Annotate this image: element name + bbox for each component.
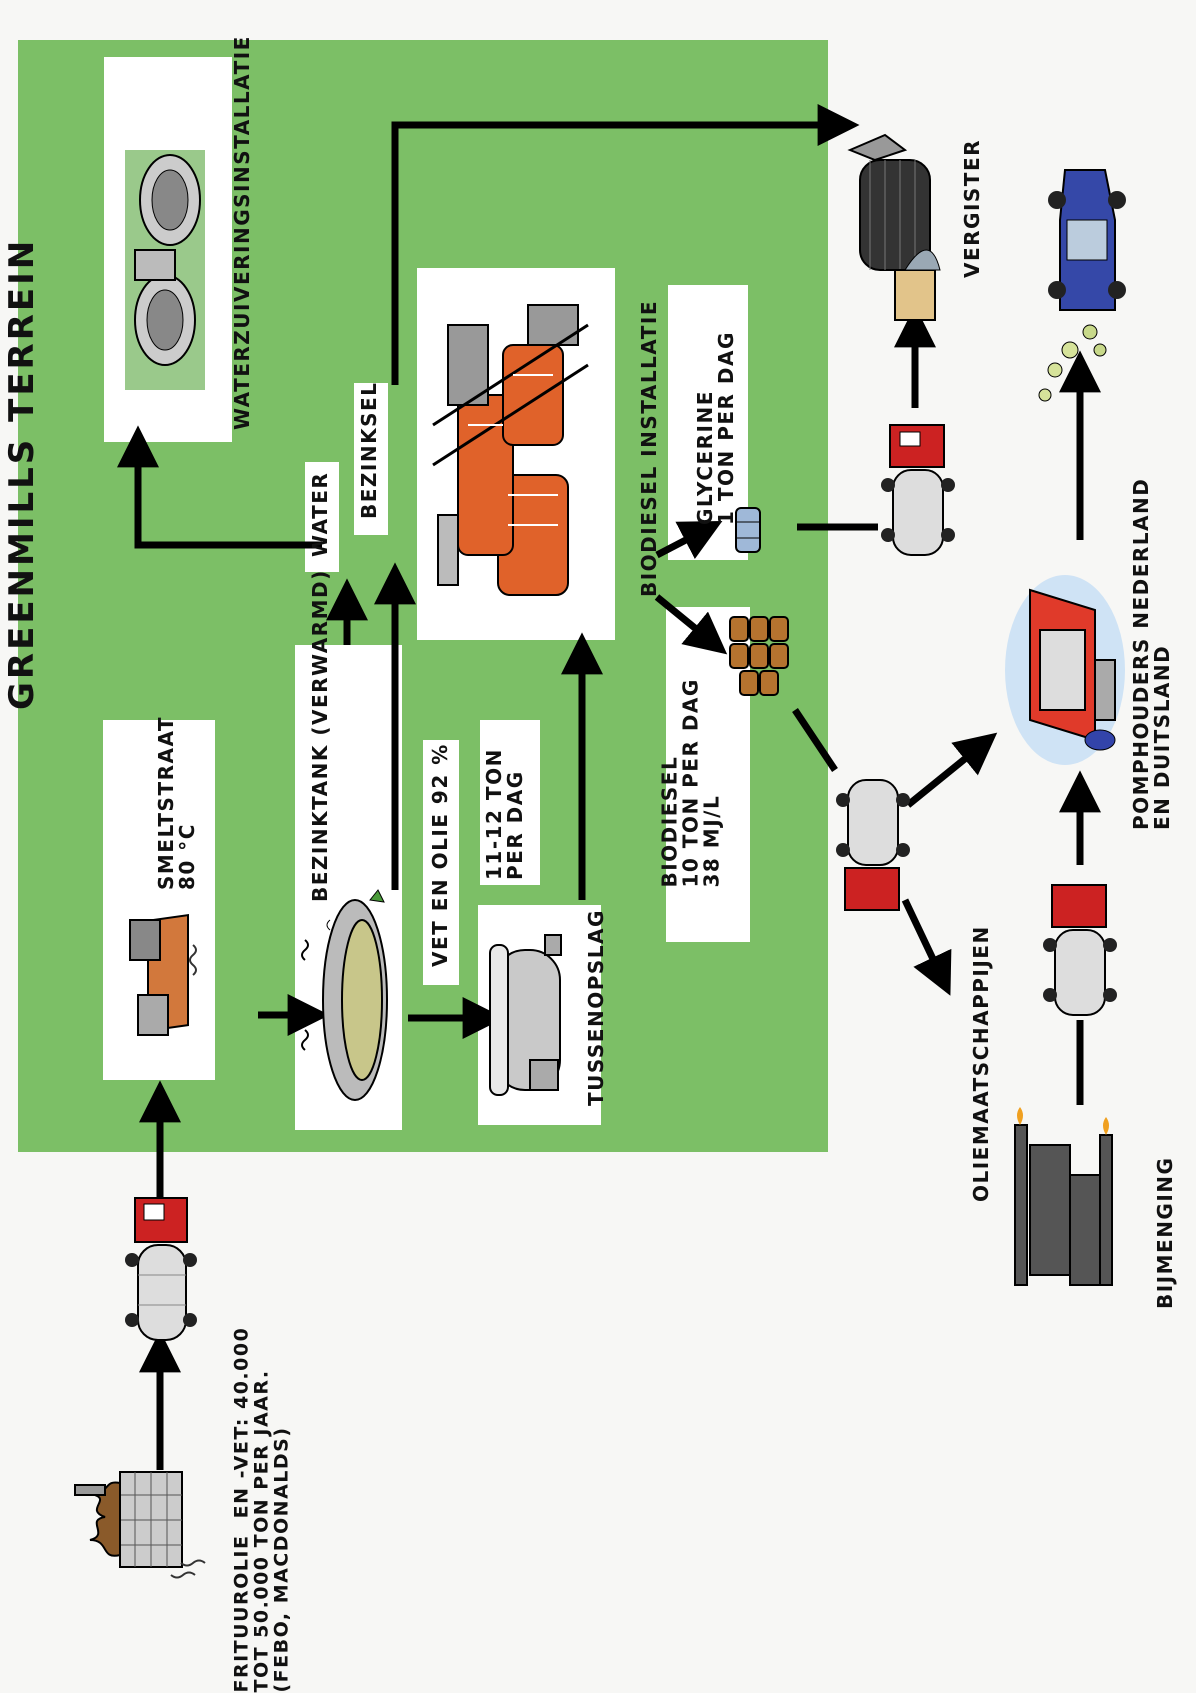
vet-olie-box: [423, 740, 459, 985]
biodiesel-barrels-icon: [729, 616, 789, 696]
glycerine-label: GLYCERINE 1 TON PER DAG: [693, 331, 738, 525]
bezinksel-box: [354, 383, 388, 535]
biodiesel-installatie-label: BIODIESEL INSTALLATIE: [637, 300, 661, 597]
tanker-truck-icon: [1043, 884, 1117, 1016]
bezinksel-label: BEZINKSEL: [357, 381, 381, 519]
ton-per-dag-box: [480, 720, 540, 885]
factory-icon: [74, 1471, 206, 1579]
ton-per-dag-label: 11-12 TON PER DAG: [482, 748, 527, 880]
terrain-title: GREENMILLS TERREIN: [2, 237, 42, 710]
waterzuivering-label: WATERZUIVERINGSINSTALLATIE: [230, 35, 254, 430]
exhaust-icon: [1038, 341, 1079, 402]
smeltstraat-label: SMELTSTRAAT 80 °C: [154, 715, 199, 890]
refinery-icon: [1014, 1107, 1113, 1286]
oliemaatschappijen-label: OLIEMAATSCHAPPIJEN: [969, 925, 993, 1202]
frituurolie-label: FRITUUROLIE EN -VET: 40.000 TOT 50.000 T…: [230, 1326, 293, 1693]
water-label: WATER: [308, 471, 332, 557]
tussenopslag-label: TUSSENOPSLAG: [584, 909, 608, 1106]
settling-tank-icon: [301, 889, 388, 1101]
vergister-label: VERGISTER: [960, 138, 984, 278]
arrow-truck-to-pomphouders: [905, 732, 998, 808]
bijmenging-label: BIJMENGING: [1153, 1156, 1177, 1309]
storage-tank-icon: [489, 934, 562, 1096]
biodiesel-plant-icon: [432, 304, 589, 596]
tanker-truck-icon: [881, 424, 955, 556]
melting-line-icon: [129, 914, 197, 1036]
gas-station-icon: [1005, 575, 1125, 765]
vet-olie-label: VET EN OLIE 92 %: [428, 743, 452, 967]
water-treatment-icon: [125, 150, 205, 390]
glycerine-barrel-icon: [735, 507, 761, 553]
digester-icon: [847, 133, 941, 321]
tanker-truck-icon: [836, 779, 910, 911]
tanker-truck-icon: [125, 1197, 197, 1341]
car-icon: [1048, 169, 1126, 357]
biodiesel-output-label: BIODIESEL 10 TON PER DAG 38 MJ/L: [657, 678, 724, 888]
pomphouders-label: POMPHOUDERS NEDERLAND EN DUITSLAND: [1129, 477, 1174, 830]
bezinktank-label: BEZINKTANK (VERWARMD): [308, 569, 332, 902]
